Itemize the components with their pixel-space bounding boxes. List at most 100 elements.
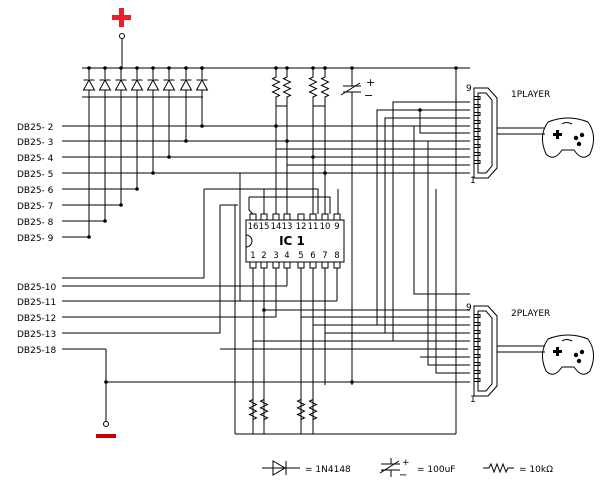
cap-minus-label: − bbox=[364, 89, 373, 102]
bottom-resistor-array bbox=[235, 385, 456, 435]
conn2-pin-8 bbox=[473, 322, 481, 326]
pad1-button-b bbox=[579, 132, 585, 138]
diode-5-body bbox=[146, 78, 160, 91]
ic-top-pin-label-13: 13 bbox=[282, 222, 293, 232]
conn1-pin-1 bbox=[473, 160, 481, 164]
gamepad1-icon bbox=[542, 117, 594, 158]
conn1-inner bbox=[477, 92, 493, 174]
ic-bottom-pin-1 bbox=[249, 261, 257, 269]
ic-top-pin-16 bbox=[249, 213, 257, 221]
db25-label-3: DB25- 3 bbox=[17, 138, 53, 148]
ic-top-pin-label-12: 12 bbox=[296, 222, 307, 232]
top-resistor-3 bbox=[308, 68, 318, 106]
p1-pin1-label: 1 bbox=[470, 176, 476, 186]
junction-dot bbox=[274, 124, 278, 128]
p2-pin9-label: 9 bbox=[466, 303, 472, 313]
diode-1-body bbox=[82, 78, 96, 91]
ic-top-pin-label-16: 16 bbox=[248, 222, 259, 232]
diode-1 bbox=[82, 66, 96, 97]
conn2-pin-6 bbox=[473, 338, 481, 342]
ic-bottom-pin-label-5: 5 bbox=[298, 251, 303, 261]
diode-2-body bbox=[98, 78, 112, 91]
conn1-pin-8 bbox=[473, 104, 481, 108]
diode-7 bbox=[179, 66, 193, 97]
top-resistor-4 bbox=[320, 68, 330, 106]
conn2-pin-3 bbox=[473, 362, 481, 366]
db25-lower-label-2: DB25-12 bbox=[17, 314, 56, 324]
ic-bottom-pin-6 bbox=[309, 261, 317, 269]
junction-dot bbox=[151, 66, 155, 70]
conn1-shell bbox=[473, 87, 498, 179]
ic-top-pin-13 bbox=[283, 213, 291, 221]
conn1-pin-5 bbox=[473, 128, 481, 132]
pad1-button-c bbox=[576, 141, 582, 147]
diode-6 bbox=[162, 66, 176, 97]
conn2-inner bbox=[477, 310, 493, 392]
junction-dot bbox=[285, 66, 289, 70]
pad2-button-c bbox=[576, 358, 582, 364]
junction-dot bbox=[200, 66, 204, 70]
diode-6-body bbox=[162, 78, 176, 91]
ic-bottom-pin-8 bbox=[333, 261, 341, 269]
legend: = 1N4148 + − = 100uF = 10kΩ bbox=[262, 458, 553, 481]
diode-4 bbox=[130, 66, 144, 97]
junction-dot bbox=[350, 66, 354, 70]
conn2-pin-5 bbox=[473, 346, 481, 350]
ic-bottom-pin-label-1: 1 bbox=[250, 251, 255, 261]
ic-top-pin-label-15: 15 bbox=[259, 222, 270, 232]
conn2-pin-2 bbox=[473, 370, 481, 374]
diode-4-body bbox=[130, 78, 144, 91]
db25-label-9: DB25- 9 bbox=[17, 234, 54, 244]
p2-pin1-label: 1 bbox=[470, 395, 476, 405]
junction-dot bbox=[167, 66, 171, 70]
ic-bottom-pin-label-7: 7 bbox=[322, 251, 327, 261]
ic-bottom-pin-7 bbox=[321, 261, 329, 269]
junction-dot bbox=[184, 66, 188, 70]
ic-body bbox=[245, 219, 345, 263]
diode-3 bbox=[114, 66, 128, 97]
ic-bottom-pin-4 bbox=[283, 261, 291, 269]
db25-label-8: DB25- 8 bbox=[17, 218, 54, 228]
connection-wires bbox=[62, 66, 470, 434]
db25-lower-label-1: DB25-11 bbox=[17, 298, 56, 308]
diode-8-body bbox=[195, 78, 209, 91]
conn1-pin-6 bbox=[473, 120, 481, 124]
cap-plus-label: + bbox=[366, 76, 375, 89]
db25-label-2: DB25- 2 bbox=[17, 123, 53, 133]
conn1-pin-7 bbox=[473, 112, 481, 116]
junction-dot bbox=[418, 108, 422, 112]
pad2-button-b bbox=[579, 349, 585, 355]
conn2-pin-7 bbox=[473, 330, 481, 334]
ic-top-pin-label-9: 9 bbox=[334, 222, 339, 232]
top-resistor-2 bbox=[282, 68, 292, 106]
legend-capacitor-text: = 100uF bbox=[417, 465, 455, 475]
diode-2 bbox=[98, 66, 112, 97]
legend-capacitor-icon bbox=[379, 458, 400, 477]
db25-lower-label-3: DB25-13 bbox=[17, 330, 56, 340]
conn2-pin-4 bbox=[473, 354, 481, 358]
conn1-pin-9 bbox=[473, 96, 481, 100]
legend-resistor-text: = 10kΩ bbox=[519, 465, 553, 475]
pad2-dpad-v bbox=[556, 347, 559, 356]
diode-array bbox=[82, 66, 209, 97]
conn2-shell bbox=[473, 305, 498, 397]
db25-lower-label-0: DB25-10 bbox=[17, 283, 57, 293]
pad1-body bbox=[542, 117, 594, 158]
ic-top-pin-10 bbox=[321, 213, 329, 221]
player2-label: 2PLAYER bbox=[511, 309, 550, 319]
pad2-button-a bbox=[573, 352, 579, 358]
top-resistor-array bbox=[271, 66, 330, 107]
vcc-terminal bbox=[119, 33, 125, 39]
conn1-pin-4 bbox=[473, 136, 481, 140]
junction-dot bbox=[87, 66, 91, 70]
ic-bottom-pin-label-6: 6 bbox=[310, 251, 315, 261]
db25-label-6: DB25- 6 bbox=[17, 186, 54, 196]
diode-5 bbox=[146, 66, 160, 97]
player1-label: 1PLAYER bbox=[511, 90, 550, 100]
pad1-dpad-v bbox=[556, 130, 559, 139]
